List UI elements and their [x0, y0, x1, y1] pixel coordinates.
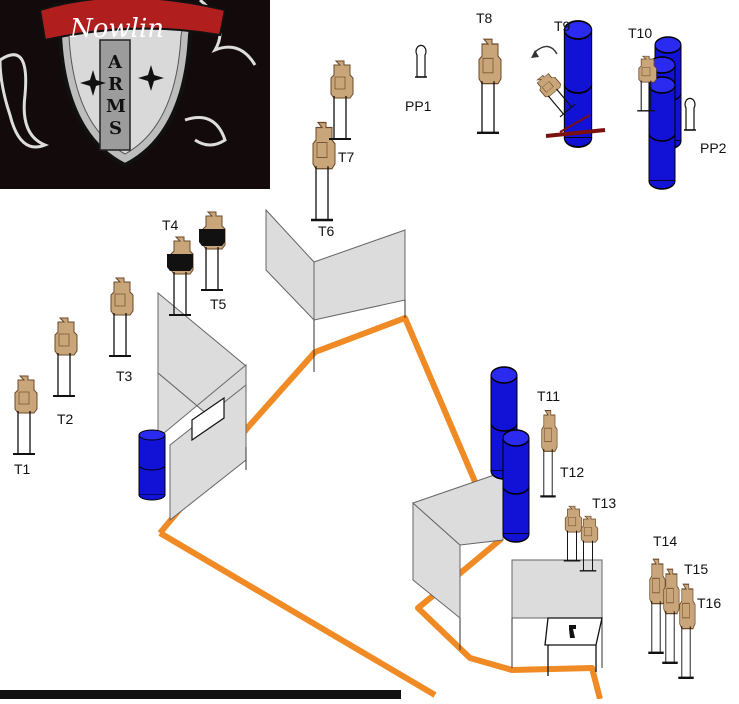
- bottom-bar: [0, 690, 401, 699]
- label-T15: T15: [684, 561, 708, 577]
- label-T7: T7: [338, 149, 355, 165]
- logo-brand-text: Nowlin: [69, 14, 164, 44]
- target-T12: [563, 505, 583, 562]
- label-T16: T16: [697, 595, 721, 611]
- barrel-t10-c: [648, 76, 676, 190]
- popper-PP1: [414, 44, 428, 78]
- svg-text:S: S: [109, 118, 122, 139]
- label-T5: T5: [210, 296, 227, 312]
- target-T2: [52, 317, 78, 397]
- label-T6: T6: [318, 223, 335, 239]
- label-T14: T14: [653, 533, 677, 549]
- label-T2: T2: [57, 411, 74, 427]
- table-with-gun: [544, 617, 603, 676]
- wall-left: [157, 291, 247, 522]
- label-T12: T12: [560, 464, 584, 480]
- label-PP2: PP2: [700, 140, 727, 156]
- wall-top: [265, 208, 406, 372]
- target-T5: [198, 211, 226, 291]
- target-T16: [677, 583, 697, 679]
- target-T3: [108, 277, 134, 357]
- swinger-base: [531, 45, 606, 138]
- nowlin-arms-logo: Nowlin A R M S: [0, 0, 270, 189]
- label-T10: T10: [628, 25, 652, 41]
- label-T1: T1: [14, 461, 31, 477]
- barrel-right-b: [502, 429, 530, 543]
- label-T3: T3: [116, 368, 133, 384]
- target-T7: [328, 60, 354, 140]
- wall-window: [191, 396, 225, 442]
- shooter-path-lower: [158, 530, 437, 698]
- label-T8: T8: [476, 10, 493, 26]
- shooter-path: [157, 315, 603, 700]
- target-T1: [12, 375, 38, 455]
- svg-text:M: M: [106, 96, 126, 117]
- wall-right: [412, 471, 603, 668]
- label-PP1: PP1: [405, 98, 432, 114]
- svg-text:R: R: [108, 74, 124, 95]
- label-T9: T9: [554, 18, 571, 34]
- rotation-arrow-icon: [534, 45, 558, 55]
- pistol-icon: [569, 625, 576, 638]
- target-T8: [475, 37, 503, 135]
- label-T11: T11: [537, 388, 560, 404]
- target-T11: [539, 409, 559, 498]
- label-T13: T13: [592, 495, 616, 511]
- target-T6: [309, 121, 337, 222]
- popper-PP2: [683, 97, 697, 131]
- target-T14: [647, 558, 667, 654]
- svg-text:A: A: [107, 52, 123, 73]
- barrel-left: [138, 429, 166, 501]
- label-T4: T4: [162, 217, 179, 233]
